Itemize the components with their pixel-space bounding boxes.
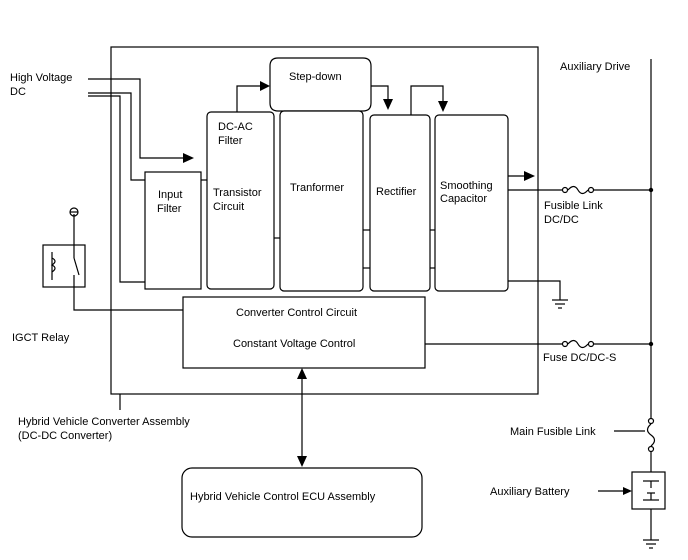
fuse-dcdc-s-symbol bbox=[425, 339, 651, 349]
smoothing-capacitor-box bbox=[434, 114, 509, 292]
igct-relay-label: IGCT Relay bbox=[12, 332, 70, 344]
smoothing-label-2: Capacitor bbox=[440, 193, 487, 205]
high-voltage-label-1: High Voltage bbox=[10, 72, 72, 84]
auxiliary-drive-label: Auxiliary Drive bbox=[560, 61, 630, 73]
input-filter-box bbox=[144, 171, 202, 290]
transformer-label: Tranformer bbox=[290, 182, 344, 194]
fuse-dcdc-s-label: Fuse DC/DC-S bbox=[543, 352, 616, 364]
fusible-link-label-1: Fusible Link bbox=[544, 200, 603, 212]
stepdown-to-rectifier-wire bbox=[371, 85, 389, 101]
fusible-link-label-2: DC/DC bbox=[544, 214, 579, 226]
main-fusible-link-label: Main Fusible Link bbox=[510, 426, 596, 438]
input-filter-label-2: Filter bbox=[157, 203, 182, 215]
transistor-circuit-label-2: Circuit bbox=[213, 201, 244, 213]
auxiliary-battery-symbol bbox=[598, 471, 666, 549]
dc-ac-filter-label-1: DC-AC bbox=[218, 121, 253, 133]
fusible-link-dcdc-symbol bbox=[561, 185, 651, 195]
ecu-assembly-box bbox=[181, 467, 423, 538]
converter-control-label: Converter Control Circuit bbox=[236, 307, 357, 319]
converter-control-box bbox=[182, 296, 426, 369]
ecu-assembly-label: Hybrid Vehicle Control ECU Assembly bbox=[190, 491, 376, 503]
ground-symbol-converter bbox=[508, 280, 568, 309]
transistor-circuit-box bbox=[206, 111, 275, 290]
transistor-to-stepdown-wire bbox=[236, 85, 263, 112]
control-ecu-bidirectional-arrow bbox=[297, 368, 307, 467]
transistor-circuit-label-1: Transistor bbox=[213, 187, 262, 199]
igct-relay-symbol bbox=[42, 207, 183, 311]
input-filter-label-1: Input bbox=[158, 189, 182, 201]
assembly-label-2: (DC-DC Converter) bbox=[18, 430, 112, 442]
constant-voltage-label: Constant Voltage Control bbox=[233, 338, 355, 350]
smoothing-label-1: Smoothing bbox=[440, 180, 493, 192]
main-fusible-link-symbol bbox=[614, 417, 656, 472]
transformer-box bbox=[279, 110, 364, 292]
dc-ac-filter-label-2: Filter bbox=[218, 135, 243, 147]
assembly-label-1: Hybrid Vehicle Converter Assembly bbox=[18, 416, 190, 428]
step-down-label: Step-down bbox=[289, 71, 342, 83]
rectifier-label: Rectifier bbox=[376, 186, 417, 198]
high-voltage-label-2: DC bbox=[10, 86, 26, 98]
rectifier-box bbox=[369, 114, 431, 292]
auxiliary-battery-label: Auxiliary Battery bbox=[490, 486, 570, 498]
rectifier-to-smoothing-wire bbox=[410, 85, 444, 115]
block-connections bbox=[201, 179, 435, 269]
step-down-tab bbox=[269, 57, 372, 112]
